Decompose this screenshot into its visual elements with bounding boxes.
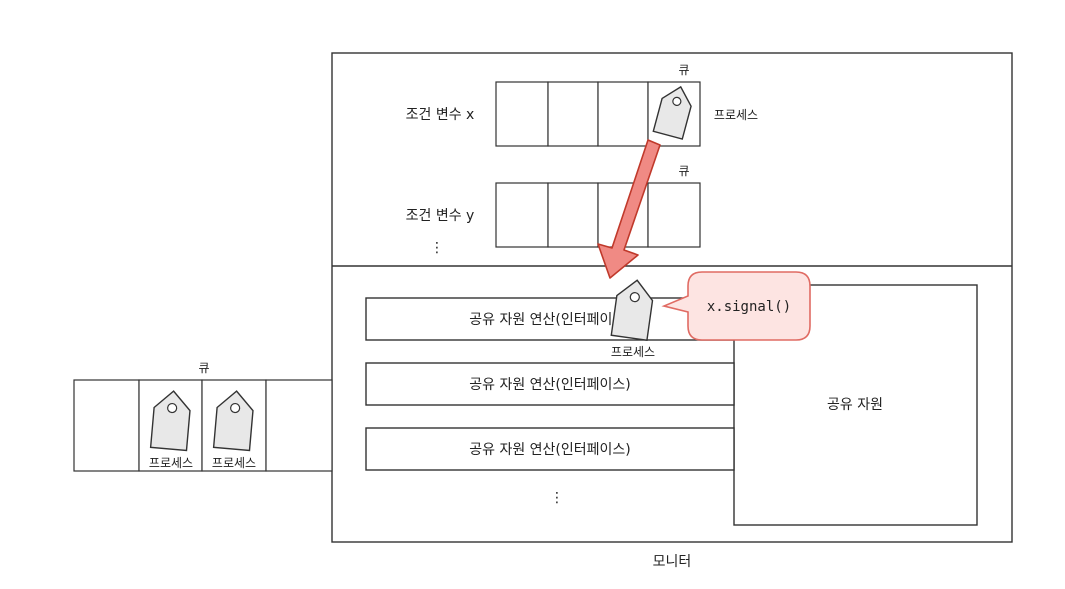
condition-ellipsis: ⋮ bbox=[430, 240, 444, 256]
queue-cell bbox=[495, 182, 549, 248]
queue-cell bbox=[597, 81, 649, 147]
operation-label: 공유 자원 연산(인터페이스) bbox=[469, 442, 631, 458]
condition-x-process-label: 프로세스 bbox=[714, 108, 758, 122]
entry-queue-label: 큐 bbox=[198, 361, 209, 375]
process-tag-icon bbox=[149, 390, 191, 452]
entry-process-label: 프로세스 bbox=[212, 456, 256, 470]
monitor-label: 모니터 bbox=[653, 554, 692, 570]
condition-y-label: 조건 변수 y bbox=[406, 208, 475, 224]
signal-arrow bbox=[597, 139, 661, 279]
operations-ellipsis: ⋮ bbox=[550, 490, 564, 506]
condition-y-queue bbox=[495, 182, 701, 248]
signal-bubble-text: x.signal() bbox=[707, 299, 791, 315]
shared-resource-label: 공유 자원 bbox=[827, 397, 883, 413]
entry-process-label: 프로세스 bbox=[149, 456, 193, 470]
moving-process-label: 프로세스 bbox=[611, 345, 655, 359]
process-tag-icon bbox=[610, 279, 654, 342]
operation-label: 공유 자원 연산(인터페이스) bbox=[469, 312, 631, 328]
queue-cell bbox=[73, 379, 140, 472]
signal-bubble bbox=[661, 271, 811, 341]
process-tag-icon bbox=[652, 85, 692, 140]
queue-cell bbox=[265, 379, 333, 472]
condition-x-label: 조건 변수 x bbox=[406, 107, 475, 123]
entry-queue bbox=[73, 379, 333, 472]
process-tag-icon bbox=[212, 390, 254, 452]
queue-cell bbox=[547, 81, 599, 147]
operation-box bbox=[365, 362, 735, 406]
queue-cell bbox=[495, 81, 549, 147]
operation-box bbox=[365, 427, 735, 471]
condition-x-queue-label: 큐 bbox=[678, 63, 689, 77]
operation-label: 공유 자원 연산(인터페이스) bbox=[469, 377, 631, 393]
queue-cell bbox=[647, 182, 701, 248]
queue-cell bbox=[547, 182, 599, 248]
condition-y-queue-label: 큐 bbox=[678, 164, 689, 178]
